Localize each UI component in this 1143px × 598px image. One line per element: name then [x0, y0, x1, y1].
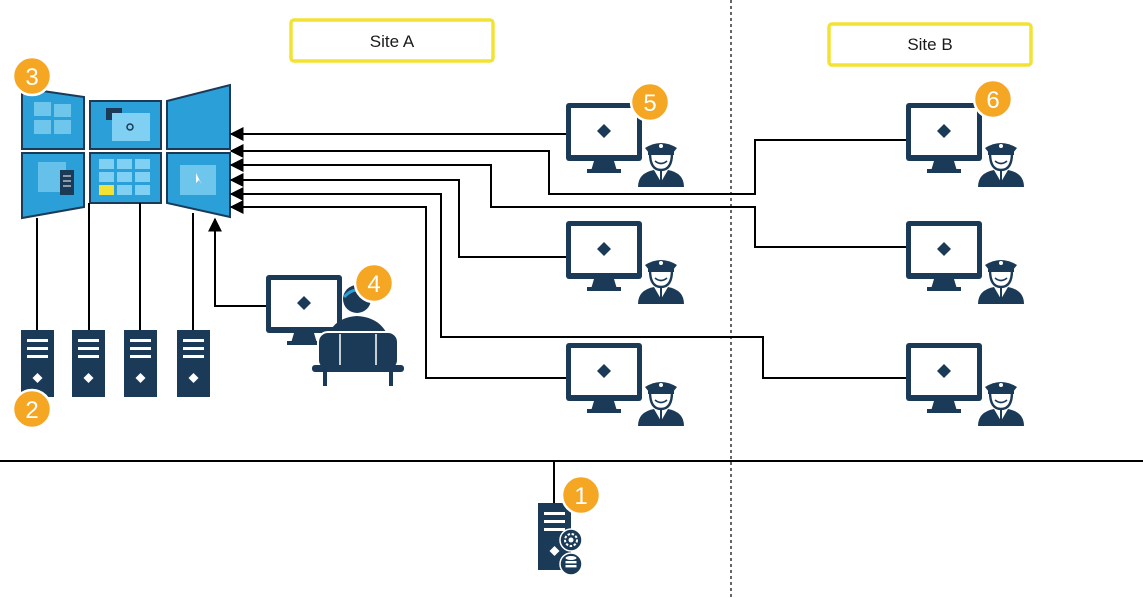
site-a-client-1 [566, 103, 686, 189]
wall-screen-1 [21, 86, 85, 150]
search-icon [126, 123, 134, 131]
police-officer-icon [636, 141, 686, 189]
badge-2: 2 [11, 388, 53, 430]
site-b-label: Site B [827, 22, 1033, 67]
database-icon [559, 552, 583, 576]
badge-6: 6 [972, 78, 1014, 120]
police-officer-icon [636, 258, 686, 306]
badge-3: 3 [11, 55, 53, 97]
gear-icon [559, 528, 583, 552]
police-officer-icon [976, 258, 1026, 306]
monitor-icon [566, 103, 642, 173]
svg-text:6: 6 [986, 87, 999, 114]
site-b-client-1 [906, 103, 1026, 189]
svg-text:5: 5 [643, 90, 656, 117]
monitor-icon [906, 103, 982, 173]
connection-lines [208, 127, 906, 379]
monitor-icon [906, 221, 982, 291]
management-server [538, 503, 583, 576]
monitor-icon [566, 221, 642, 291]
server-icon [72, 330, 105, 397]
server-icon [21, 330, 54, 397]
site-a-label: Site A [289, 18, 495, 63]
badge-5: 5 [629, 81, 671, 123]
site-a-client-3 [566, 343, 686, 428]
site-b-client-2 [906, 221, 1026, 306]
server-icon [177, 330, 210, 397]
server-icon [124, 330, 157, 397]
svg-text:2: 2 [25, 397, 38, 424]
badge-1: 1 [560, 474, 602, 516]
operator-person-icon [312, 285, 404, 386]
monitor-icon [906, 343, 982, 413]
operator-workstation [266, 275, 404, 386]
svg-text:Site B: Site B [907, 35, 952, 54]
svg-text:Site A: Site A [370, 32, 415, 51]
video-wall [21, 83, 231, 220]
svg-text:1: 1 [574, 483, 587, 510]
site-b-client-3 [906, 343, 1026, 428]
site-a-client-2 [566, 221, 686, 306]
svg-text:4: 4 [367, 271, 380, 298]
police-officer-icon [976, 380, 1026, 428]
recording-servers [21, 203, 210, 397]
police-officer-icon [636, 380, 686, 428]
police-officer-icon [976, 141, 1026, 189]
svg-text:3: 3 [25, 64, 38, 91]
badge-4: 4 [353, 262, 395, 304]
wall-screen-3 [166, 83, 231, 150]
monitor-icon [566, 343, 642, 413]
